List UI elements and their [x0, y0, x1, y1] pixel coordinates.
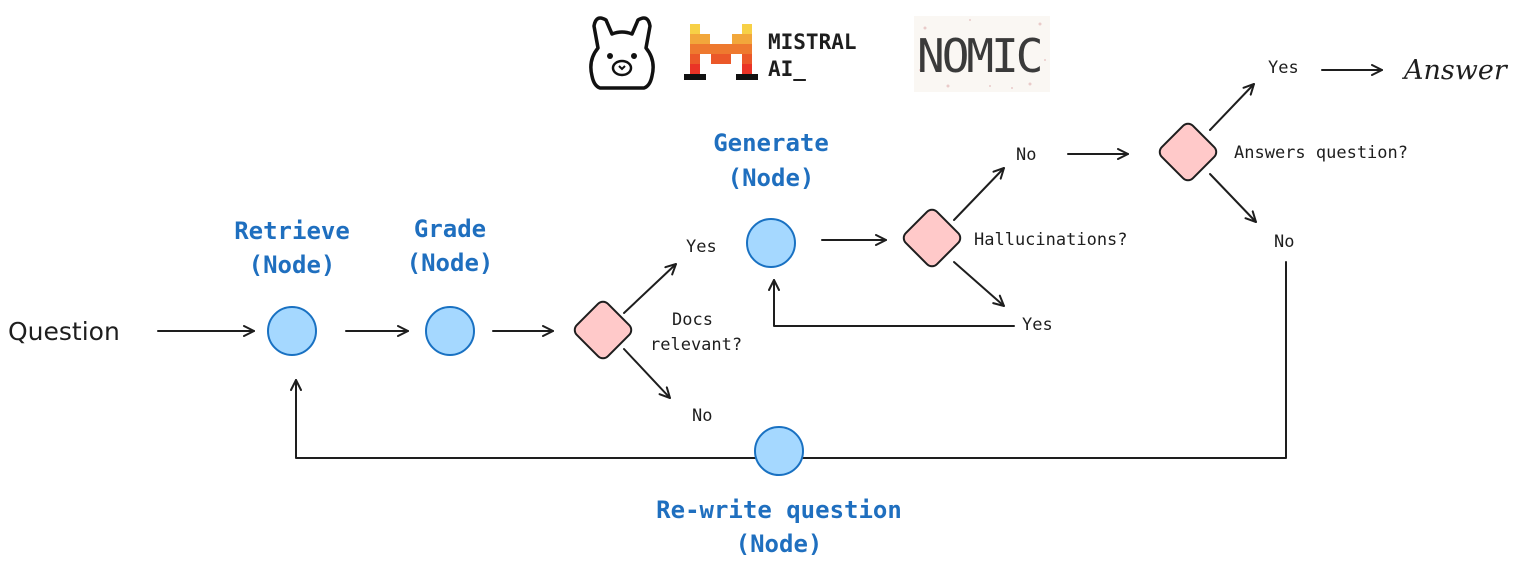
edge-answers-to-no [1209, 173, 1257, 223]
label-answer: Answer [1401, 55, 1509, 86]
decision-docs-relevant: Docs relevant? [573, 300, 742, 360]
branch-hallucinations-no: No [1016, 145, 1036, 165]
decision-docs-label-line1: Docs [672, 310, 713, 330]
decision-docs-label-line2: relevant? [650, 335, 742, 355]
node-grade: Grade (Node) [407, 215, 494, 356]
decision-answers-label: Answers question? [1234, 143, 1408, 163]
edge-hallucinations-to-yes [953, 261, 1005, 307]
mistral-m-icon [684, 24, 758, 80]
edge-docs-to-no [623, 348, 671, 399]
node-generate: Generate (Node) [713, 129, 829, 268]
mistral-logo: MISTRAL AI_ [684, 24, 857, 81]
ollama-logo [589, 16, 655, 90]
branch-answers-yes: Yes [1268, 58, 1299, 78]
nomic-logo-text: NOMIC [917, 29, 1041, 83]
decision-hallucinations-diamond [902, 208, 962, 268]
decision-hallucinations-label: Hallucinations? [974, 230, 1128, 250]
edge-rewrite-loop-to-retrieve [290, 261, 1287, 459]
mistral-logo-line2: AI_ [768, 57, 806, 81]
node-retrieve-title: Retrieve [234, 217, 350, 245]
node-generate-subtitle: (Node) [728, 164, 815, 192]
node-rewrite-subtitle: (Node) [736, 530, 823, 558]
decision-answers-diamond [1158, 122, 1218, 182]
nomic-logo: NOMIC [914, 16, 1050, 92]
node-generate-circle [746, 218, 796, 268]
decision-docs-diamond [573, 300, 633, 360]
node-rewrite: Re-write question (Node) [656, 426, 902, 558]
node-grade-circle [425, 306, 475, 356]
llama-icon [589, 16, 655, 90]
node-retrieve-subtitle: (Node) [249, 251, 336, 279]
node-grade-subtitle: (Node) [407, 249, 494, 277]
node-retrieve-circle [267, 306, 317, 356]
node-rewrite-circle [754, 426, 804, 476]
branch-docs-yes: Yes [686, 237, 717, 257]
node-retrieve: Retrieve (Node) [234, 217, 350, 356]
node-grade-title: Grade [414, 215, 486, 243]
decision-hallucinations: Hallucinations? [902, 208, 1128, 268]
branch-hallucinations-yes: Yes [1022, 315, 1053, 335]
edge-hallucinations-to-no [953, 167, 1005, 221]
mistral-logo-line1: MISTRAL [768, 30, 857, 54]
label-question: Question [8, 317, 120, 346]
branch-answers-no: No [1274, 232, 1294, 252]
branch-docs-no: No [692, 406, 712, 426]
edge-answers-to-yes [1209, 83, 1255, 131]
node-rewrite-title: Re-write question [656, 496, 902, 524]
decision-answers-question: Answers question? [1158, 122, 1408, 182]
edge-docs-to-yes [623, 263, 677, 314]
edge-hallucinations-yes-back-to-generate [768, 279, 1015, 327]
node-generate-title: Generate [713, 129, 829, 157]
